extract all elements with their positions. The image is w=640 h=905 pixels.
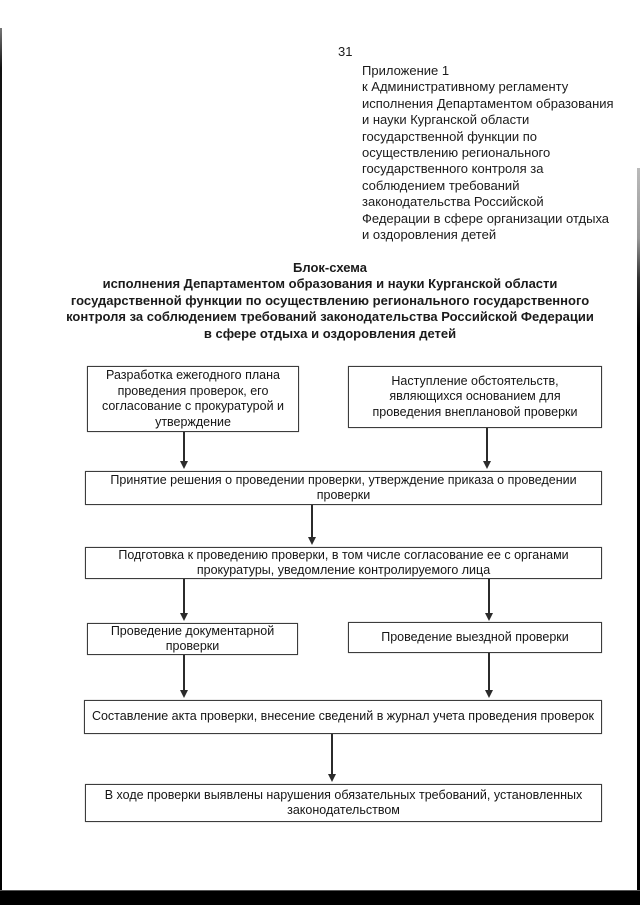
flowchart-title: Блок-схема исполнения Департаментом обра…	[66, 260, 594, 341]
flow-node-field-inspection: Проведение выездной проверки	[348, 622, 602, 653]
arrow-documentary-to-act	[183, 655, 185, 690]
flow-node-unscheduled-grounds: Наступление обстоятельств, являющихся ос…	[348, 366, 602, 428]
scan-edge-right-line	[637, 168, 640, 905]
arrow-preparation-to-field	[488, 579, 490, 613]
flow-node-documentary-inspection: Проведение документарной проверки	[87, 623, 298, 655]
arrow-preparation-to-documentary	[183, 579, 185, 613]
scan-edge-left-line	[0, 28, 2, 892]
flow-node-annual-plan: Разработка ежегодного плана проведения п…	[87, 366, 299, 432]
arrow-circumstances-to-decision	[486, 428, 488, 461]
page-number: 31	[338, 44, 353, 59]
appendix-reference-note: Приложение 1 к Административному регламе…	[362, 63, 614, 243]
flow-node-inspection-decision: Принятие решения о проведении проверки, …	[85, 471, 602, 505]
flow-node-inspection-act: Составление акта проверки, внесение свед…	[84, 700, 602, 734]
arrow-field-to-act	[488, 653, 490, 690]
arrow-decision-to-preparation	[311, 505, 313, 537]
arrow-plan-to-decision	[183, 432, 185, 461]
scan-bottom-black-bar	[0, 890, 640, 905]
flow-node-violations-found: В ходе проверки выявлены нарушения обяза…	[85, 784, 602, 822]
arrow-act-to-violations	[331, 734, 333, 774]
flow-node-inspection-preparation: Подготовка к проведению проверки, в том …	[85, 547, 602, 579]
